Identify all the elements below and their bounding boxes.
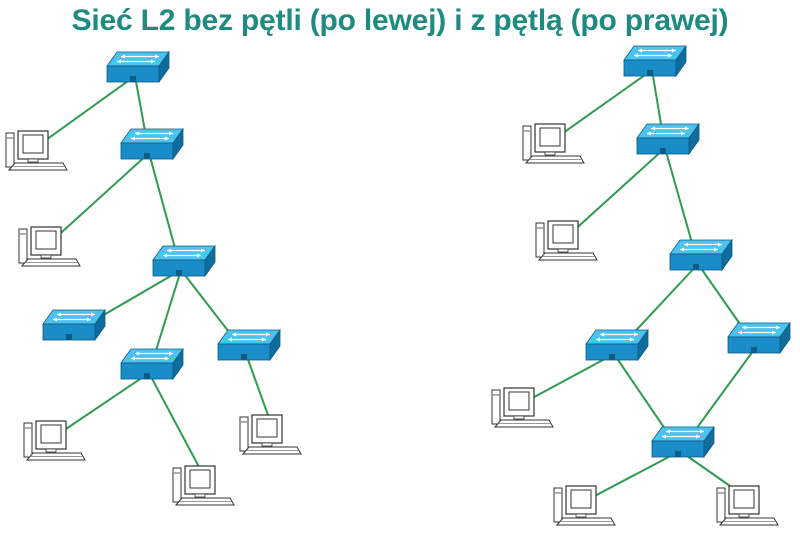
pc-icon <box>553 485 616 526</box>
network-link <box>555 69 653 139</box>
pc-icon <box>491 387 554 428</box>
switch-icon <box>636 122 700 156</box>
pc-icon <box>535 220 598 261</box>
pc-icon <box>522 123 585 164</box>
switch-icon <box>217 328 281 362</box>
network-link <box>568 147 666 236</box>
switch-icon <box>120 347 184 381</box>
switch-icon <box>585 328 649 362</box>
switch-icon <box>106 50 170 84</box>
pc-icon <box>716 485 779 526</box>
pc-icon <box>18 226 81 267</box>
switch-icon <box>152 244 216 278</box>
nodes-layer <box>5 44 791 526</box>
switch-icon <box>623 44 687 78</box>
page-title: Sieć L2 bez pętli (po lewej) i z pętlą (… <box>71 4 729 37</box>
network-link <box>148 372 207 481</box>
pc-icon <box>5 130 68 171</box>
network-link <box>56 372 150 436</box>
network-link <box>586 450 681 501</box>
pc-icon <box>239 414 302 455</box>
switch-icon <box>42 308 106 342</box>
pc-icon <box>172 465 235 506</box>
network-link <box>51 152 150 242</box>
switch-icon <box>669 238 733 272</box>
switch-icon <box>120 127 184 161</box>
pc-icon <box>23 420 86 461</box>
network-link <box>524 353 615 403</box>
switch-icon <box>651 425 715 459</box>
switch-icon <box>727 321 791 355</box>
network-link <box>38 75 136 146</box>
